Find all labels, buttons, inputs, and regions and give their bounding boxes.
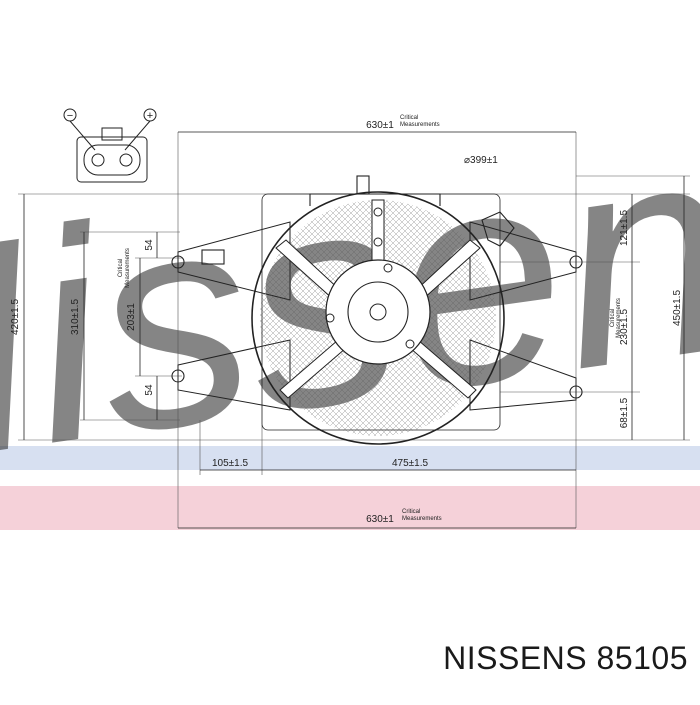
dim-top-width: 630±1 bbox=[366, 120, 394, 131]
mount-hole-bottom-left bbox=[171, 369, 185, 383]
critical-label-right-2: Measurements bbox=[616, 298, 622, 338]
dim-fan-diameter: ⌀399±1 bbox=[464, 155, 498, 166]
connector-plus-label: + bbox=[147, 110, 153, 122]
dim-total-height-right: 450±1.5 bbox=[672, 290, 683, 327]
side-connector bbox=[481, 211, 515, 247]
critical-label-left-2: Measurements bbox=[125, 248, 131, 288]
fan-spokes bbox=[275, 199, 481, 399]
mount-hole-top-right bbox=[569, 255, 583, 269]
critical-label-bottom-2: Measurements bbox=[402, 516, 442, 522]
mount-hole-top-left bbox=[171, 255, 185, 269]
dim-bottom-center: 475±1.5 bbox=[392, 458, 429, 469]
fan bbox=[251, 191, 505, 445]
fan-hub-center bbox=[369, 303, 387, 321]
critical-label-bottom-1: Critical bbox=[402, 509, 420, 515]
dim-top-offset: 54 bbox=[144, 239, 155, 251]
connector-minus-label: − bbox=[67, 110, 73, 122]
dim-inner-height: 203±1 bbox=[126, 303, 137, 331]
critical-label-top-2: Measurements bbox=[400, 122, 440, 128]
dim-bottom-width: 630±1 bbox=[366, 514, 394, 525]
dim-right-mid: 230±1.5 bbox=[619, 309, 630, 346]
watermark-blue-band bbox=[0, 446, 700, 470]
dim-mount-height: 310±1.5 bbox=[70, 299, 81, 336]
product-title: NISSENS 85105 bbox=[443, 640, 688, 676]
dim-total-height-left: 420±1.5 bbox=[10, 299, 21, 336]
connector-plug: − + bbox=[63, 108, 157, 183]
mount-hole-bottom-right bbox=[569, 385, 583, 399]
watermark-pink-band bbox=[0, 486, 700, 530]
critical-label-left-1: Critical bbox=[118, 259, 124, 277]
dim-bottom-left: 105±1.5 bbox=[212, 458, 249, 469]
dim-right-bottom: 68±1.5 bbox=[619, 397, 630, 428]
critical-label-right-1: Critical bbox=[610, 309, 616, 327]
dimension-lines bbox=[23, 131, 685, 529]
fan-motor bbox=[347, 281, 409, 343]
dim-right-top: 121±1.5 bbox=[619, 210, 630, 247]
wire-clip bbox=[201, 249, 225, 265]
dim-bottom-offset: 54 bbox=[144, 384, 155, 396]
dimension-labels: 630±1 Critical Measurements 630±1 Critic… bbox=[10, 115, 683, 525]
fan-ring bbox=[251, 191, 505, 445]
critical-label-top-1: Critical bbox=[400, 115, 418, 121]
